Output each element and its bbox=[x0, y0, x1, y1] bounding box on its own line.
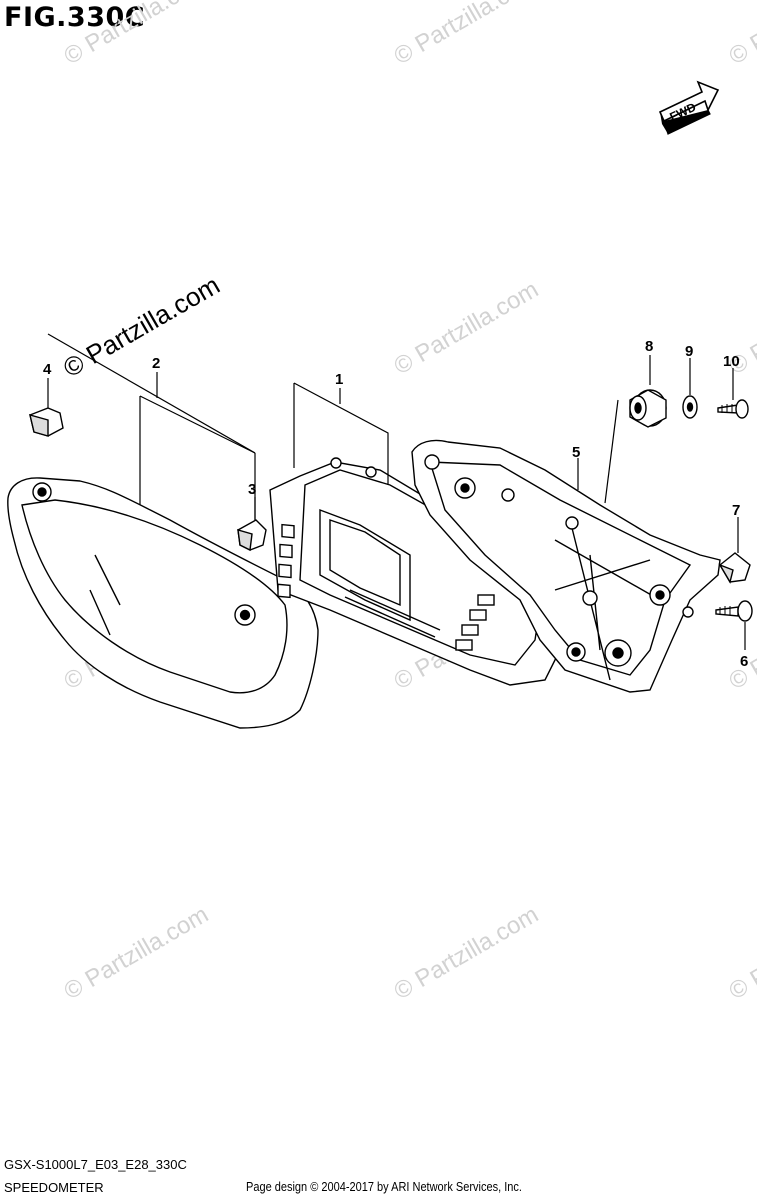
callout-labels: 4 2 3 1 5 8 9 10 7 6 bbox=[43, 338, 748, 670]
watermark-dark: © Partzilla.com bbox=[58, 270, 225, 384]
meter-assembly bbox=[269, 457, 571, 686]
copyright-text: Page design © 2004-2017 by ARI Network S… bbox=[246, 1180, 522, 1194]
watermark: © Partzilla.com bbox=[725, 0, 757, 70]
callout-2: 2 bbox=[152, 355, 160, 372]
callout-9: 9 bbox=[685, 343, 693, 360]
callout-7: 7 bbox=[732, 502, 740, 519]
screw-part-10 bbox=[717, 399, 749, 419]
figure-title: FIG.330C bbox=[4, 2, 146, 33]
watermark: © Partzilla.com bbox=[725, 901, 757, 1005]
watermark: © Partzilla.com bbox=[390, 901, 544, 1005]
watermark: © Partzilla.com bbox=[60, 901, 214, 1005]
section-name: SPEEDOMETER bbox=[4, 1180, 104, 1195]
fwd-arrow-icon: FWD bbox=[658, 80, 720, 135]
model-code: GSX-S1000L7_E03_E28_330C bbox=[4, 1157, 187, 1172]
meter-cover bbox=[7, 477, 319, 729]
grommet-part-3 bbox=[237, 519, 267, 552]
callout-5: 5 bbox=[572, 444, 580, 461]
washer-part-9 bbox=[682, 395, 698, 419]
nut-part-7 bbox=[718, 552, 751, 584]
callout-8: 8 bbox=[645, 338, 653, 355]
cap-part-4 bbox=[29, 407, 64, 437]
watermark: © Partzilla.com bbox=[390, 0, 544, 70]
leader-lines bbox=[47, 333, 746, 650]
callout-4: 4 bbox=[43, 361, 52, 378]
cushion-part-8 bbox=[629, 389, 667, 428]
screw-part-6 bbox=[715, 600, 753, 622]
watermark: © Partzilla.com bbox=[390, 276, 544, 380]
callout-1: 1 bbox=[335, 371, 343, 388]
watermark: © Partzilla.com bbox=[60, 0, 214, 70]
callout-6: 6 bbox=[740, 653, 748, 670]
meter-lower-case bbox=[411, 439, 721, 693]
callout-3: 3 bbox=[248, 481, 256, 498]
callout-10: 10 bbox=[723, 353, 740, 370]
